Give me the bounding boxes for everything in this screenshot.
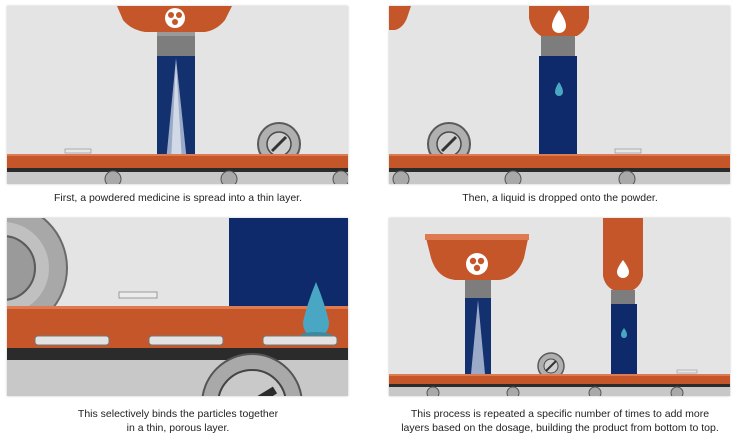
droplet-icon: [555, 82, 563, 96]
caption-step-1: First, a powdered medicine is spread int…: [53, 192, 303, 204]
liquid-dropper-icon: [529, 6, 589, 56]
panel-step-4: [389, 218, 730, 396]
illustration-powder-spreading: [7, 6, 348, 184]
caption-step-2: Then, a liquid is dropped onto the powde…: [462, 192, 658, 204]
illustration-binding-closeup: [7, 218, 348, 396]
droplet-icon: [303, 282, 329, 336]
panel-step-3: [7, 218, 348, 396]
caption-step-3-line-2: in a thin, porous layer.: [126, 422, 230, 434]
panel-step-1: [7, 6, 348, 184]
powder-dispenser-icon: [117, 6, 232, 56]
caption-step-4-line-1: This process is repeated a specific numb…: [410, 408, 710, 420]
caption-step-3: This selectively binds the particles tog…: [0, 407, 358, 435]
caption-step-3-line-1: This selectively binds the particles tog…: [77, 408, 279, 420]
powder-dispenser-icon: [425, 234, 529, 298]
liquid-dropper-icon: [603, 218, 643, 304]
illustration-liquid-dropping: [389, 6, 730, 184]
droplet-icon: [621, 328, 627, 338]
caption-step-4-line-2: layers based on the dosage, building the…: [401, 422, 719, 434]
illustration-layer-repetition: [389, 218, 730, 396]
panel-step-2: [389, 6, 730, 184]
caption-step-4: This process is repeated a specific numb…: [380, 407, 732, 435]
